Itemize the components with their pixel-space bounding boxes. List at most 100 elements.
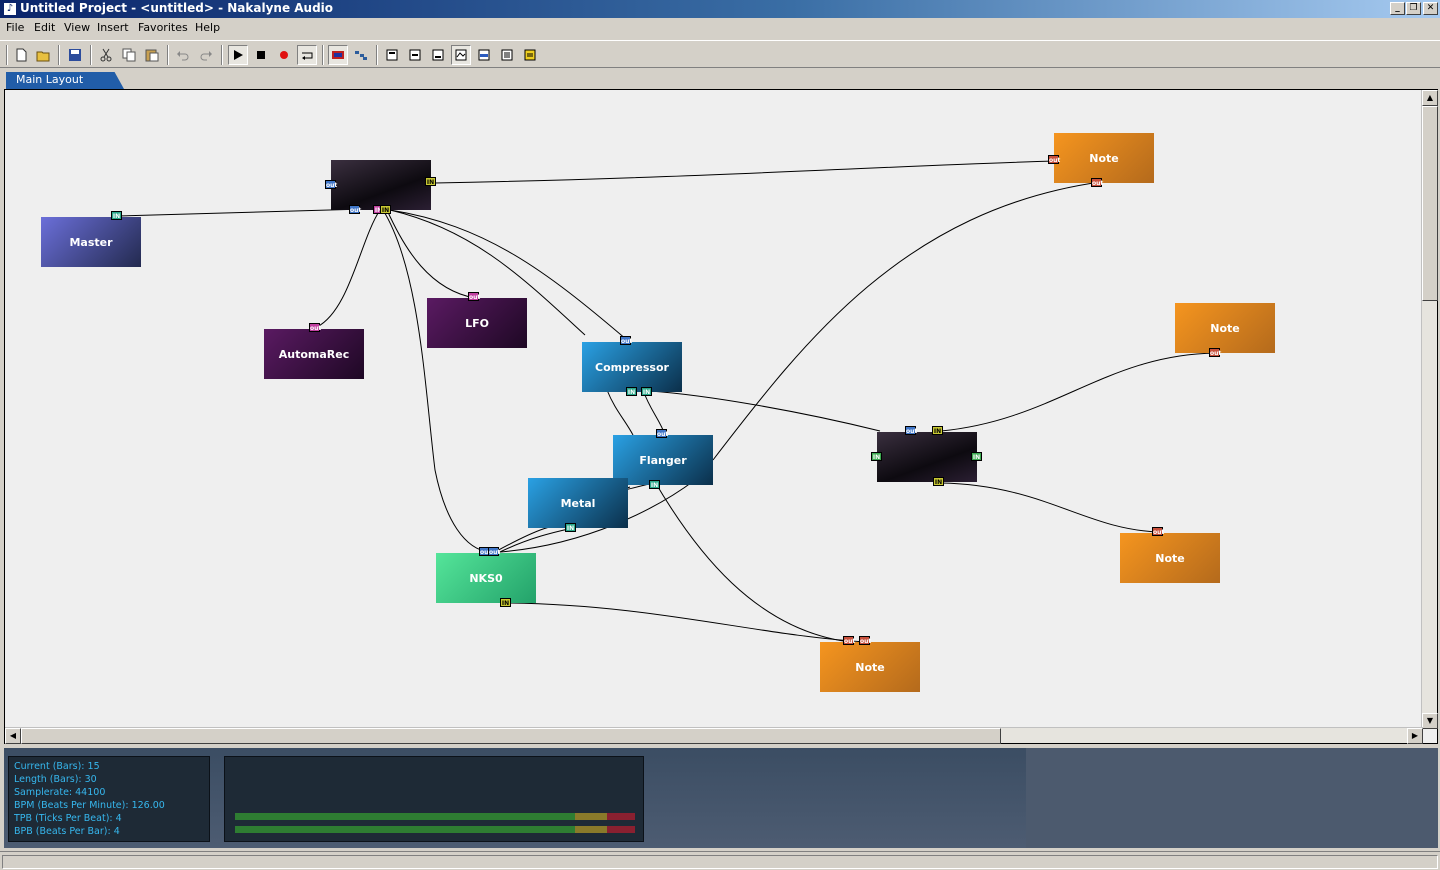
node-metal[interactable]: Metal IN xyxy=(528,478,628,532)
input-port[interactable]: IN xyxy=(641,387,652,396)
node-compressor[interactable]: Compressor out IN IN xyxy=(582,336,682,396)
node-automarec[interactable]: AutomaRec out xyxy=(264,323,364,379)
node-note-3[interactable]: Note out xyxy=(1120,527,1220,583)
input-port[interactable]: IN xyxy=(565,523,576,532)
paste-icon[interactable] xyxy=(142,45,162,65)
toolbar-grip xyxy=(6,45,8,65)
input-port[interactable]: IN xyxy=(971,452,982,461)
copy-icon[interactable] xyxy=(119,45,139,65)
undo-icon[interactable] xyxy=(173,45,193,65)
layout6-icon[interactable] xyxy=(497,45,517,65)
input-port[interactable]: IN xyxy=(500,598,511,607)
info-bpm: BPM (Beats Per Minute): 126.00 xyxy=(14,800,165,811)
output-port[interactable]: out xyxy=(656,429,669,438)
layout3-icon[interactable] xyxy=(428,45,448,65)
input-port[interactable]: IN xyxy=(871,452,882,461)
output-port[interactable]: out xyxy=(1209,348,1222,357)
layout5-icon[interactable] xyxy=(474,45,494,65)
restore-button[interactable]: ❐ xyxy=(1406,2,1421,15)
minimize-button[interactable]: _ xyxy=(1390,2,1405,15)
input-port[interactable]: IN xyxy=(380,205,391,214)
wire[interactable] xyxy=(509,602,866,643)
layout2-icon[interactable] xyxy=(405,45,425,65)
wire[interactable] xyxy=(434,160,1056,184)
output-port[interactable]: out xyxy=(468,292,481,301)
output-port[interactable]: out xyxy=(859,636,872,645)
input-port[interactable]: IN xyxy=(649,480,660,489)
wire[interactable] xyxy=(712,181,1101,461)
horizontal-scrollbar[interactable]: ◀ ▶ xyxy=(5,727,1423,744)
output-port[interactable]: out xyxy=(905,426,918,435)
node-note-4[interactable]: Note out out xyxy=(820,636,920,692)
output-port[interactable]: out xyxy=(309,323,322,332)
play-icon[interactable] xyxy=(228,45,248,65)
menu-edit[interactable]: Edit xyxy=(34,21,56,34)
node-dark-1[interactable]: out IN out IN IN xyxy=(325,160,436,214)
menu-file[interactable]: File xyxy=(6,21,25,34)
vertical-scrollbar[interactable]: ▲ ▼ xyxy=(1421,90,1438,729)
menu-view[interactable]: View xyxy=(64,21,91,34)
layout7-icon[interactable] xyxy=(520,45,540,65)
node-flanger[interactable]: Flanger out IN xyxy=(613,429,713,489)
input-port[interactable]: IN xyxy=(933,477,944,486)
wire[interactable] xyxy=(116,208,366,217)
layout-canvas[interactable]: Master IN out IN out IN IN AutomaRec out… xyxy=(5,90,1423,729)
output-port[interactable]: out xyxy=(1152,527,1165,536)
wire[interactable] xyxy=(316,209,381,328)
layout4-icon[interactable] xyxy=(451,45,471,65)
wire[interactable] xyxy=(606,389,634,436)
info-samplerate: Samplerate: 44100 xyxy=(14,787,106,798)
vertical-scroll-thumb[interactable] xyxy=(1422,106,1438,301)
input-port[interactable]: IN xyxy=(626,387,637,396)
node-lfo[interactable]: LFO out xyxy=(427,292,527,348)
app-icon[interactable]: ♪ xyxy=(3,2,17,16)
output-port[interactable]: out xyxy=(843,636,856,645)
stop-icon[interactable] xyxy=(251,45,271,65)
redo-icon[interactable] xyxy=(196,45,216,65)
wire[interactable] xyxy=(649,390,881,432)
tab-main-layout[interactable]: Main Layout xyxy=(6,72,124,89)
node-dark-2[interactable]: out IN IN IN IN xyxy=(871,426,982,486)
menu-help[interactable]: Help xyxy=(195,21,221,34)
loop-icon[interactable] xyxy=(297,45,317,65)
scroll-up-icon[interactable]: ▲ xyxy=(1422,90,1438,106)
output-port[interactable]: out xyxy=(1048,155,1061,164)
scroll-right-icon[interactable]: ▶ xyxy=(1407,728,1423,744)
menu-insert[interactable]: Insert xyxy=(97,21,129,34)
output-port[interactable]: out xyxy=(488,547,501,556)
new-icon[interactable] xyxy=(11,45,31,65)
node-note-2[interactable]: Note out xyxy=(1175,303,1275,357)
node-master[interactable]: Master IN xyxy=(41,211,141,267)
mixer-icon[interactable] xyxy=(328,45,348,65)
save-icon[interactable] xyxy=(65,45,85,65)
wire[interactable] xyxy=(386,209,476,299)
piano-icon[interactable] xyxy=(351,45,371,65)
output-port[interactable]: out xyxy=(325,180,338,189)
output-port[interactable]: out xyxy=(1091,178,1104,187)
wire[interactable] xyxy=(382,209,491,553)
layout1-icon[interactable] xyxy=(382,45,402,65)
record-icon[interactable] xyxy=(274,45,294,65)
wire[interactable] xyxy=(389,209,586,336)
input-port[interactable]: IN xyxy=(111,211,122,220)
wire[interactable] xyxy=(654,481,851,643)
toolbar xyxy=(0,40,1440,68)
wire[interactable] xyxy=(389,209,628,341)
close-button[interactable]: ✕ xyxy=(1423,2,1438,15)
cut-icon[interactable] xyxy=(96,45,116,65)
input-port[interactable]: IN xyxy=(932,426,943,435)
open-icon[interactable] xyxy=(34,45,54,65)
scroll-down-icon[interactable]: ▼ xyxy=(1422,713,1438,729)
tab-strip: Main Layout xyxy=(0,70,1440,89)
scroll-left-icon[interactable]: ◀ xyxy=(5,728,21,744)
input-port[interactable]: IN xyxy=(425,177,436,186)
node-label: AutomaRec xyxy=(278,347,350,361)
menu-favorites[interactable]: Favorites xyxy=(138,21,188,34)
node-note-1[interactable]: Note out out xyxy=(1048,133,1154,187)
wire[interactable] xyxy=(940,352,1216,432)
node-nks0[interactable]: NKS0 out out IN xyxy=(436,547,536,607)
horizontal-scroll-thumb[interactable] xyxy=(21,728,1001,744)
output-port[interactable]: out xyxy=(620,336,633,345)
wire[interactable] xyxy=(940,482,1161,533)
output-port[interactable]: out xyxy=(349,205,362,214)
